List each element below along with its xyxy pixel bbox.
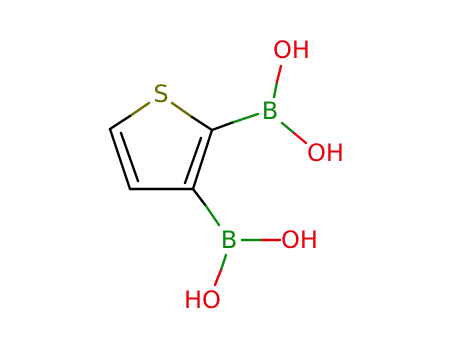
bond-b1-oh1-a: [272, 80, 279, 99]
bond-b1-oh2-b: [292, 131, 308, 145]
bond-b2-oh4-a: [219, 253, 228, 272]
thiophene-ring: [108, 101, 214, 191]
hydroxyl-label-3: OH: [281, 226, 318, 254]
sulfur-atom-label: S: [153, 80, 168, 108]
bond-s1-c2: [170, 101, 194, 119]
bond-c4-c5: [108, 127, 132, 191]
bond-c3-b2-b: [204, 204, 221, 227]
bond-c2-b1-a: [210, 120, 236, 132]
bond-c2-c3: [191, 128, 214, 191]
hydroxyl-label-1: OH: [273, 36, 310, 64]
boronic-acid-bonds: [191, 64, 308, 287]
bond-b1-oh2-a: [280, 121, 296, 135]
bond-c4-c5-inner: [119, 131, 140, 183]
bond-s1-c2-b: [190, 115, 214, 132]
boron-atom-label-2: B: [221, 226, 237, 254]
bond-c2-c3-inner: [183, 136, 203, 185]
atom-labels: S B OH OH B OH HO: [153, 36, 344, 314]
bond-s1-c5-b: [108, 114, 132, 131]
hydroxyl-label-4: HO: [184, 286, 221, 314]
bond-b1-oh1-b: [275, 64, 283, 84]
boron-atom-label-1: B: [262, 97, 278, 125]
bond-s1-c5: [128, 101, 151, 118]
bond-c2-b1-b: [232, 112, 260, 124]
bond-b2-oh4-b: [213, 268, 223, 287]
hydroxyl-label-2: OH: [307, 139, 344, 167]
bond-c3-b2-a: [191, 187, 208, 208]
